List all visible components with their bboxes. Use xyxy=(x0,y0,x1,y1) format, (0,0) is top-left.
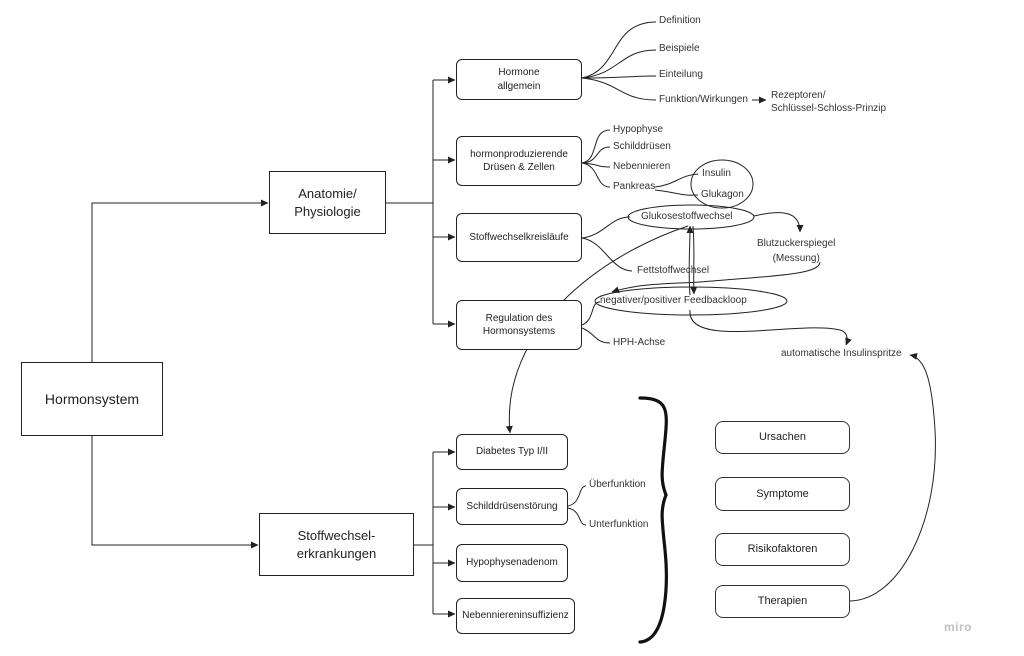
leaf-pankreas[interactable]: Pankreas xyxy=(613,181,656,192)
ellipse-insulin-glukagon xyxy=(690,159,754,209)
aspect-therapien[interactable]: Therapien xyxy=(715,585,850,618)
leaf-hph-achse[interactable]: HPH-Achse xyxy=(613,337,666,348)
node-diabetes[interactable]: Diabetes Typ I/II xyxy=(456,434,568,470)
regulation-label: Regulation des Hormonsystems xyxy=(482,312,556,338)
aspect-risikofaktoren-label: Risikofaktoren xyxy=(747,543,818,556)
leaf-insulinspritze[interactable]: automatische Insulinspritze xyxy=(781,348,902,359)
leaf-ueberfunktion[interactable]: Überfunktion xyxy=(589,479,646,490)
leaf-fettstoffwechsel[interactable]: Fettstoffwechsel xyxy=(637,265,710,276)
node-nebenniereninsuffizienz[interactable]: Nebenniereninsuffizienz xyxy=(456,598,575,634)
leaf-hypophyse[interactable]: Hypophyse xyxy=(613,124,664,135)
arrow-feedback-glukose xyxy=(686,225,694,296)
curve-hormone-leaves xyxy=(581,21,657,79)
aspect-ursachen-label: Ursachen xyxy=(758,431,807,444)
nebenniere-label: Nebenniereninsuffizienz xyxy=(462,610,569,622)
miro-logo: miro xyxy=(943,620,972,634)
hormone-label: Hormone allgemein xyxy=(497,67,541,92)
curve-blutzucker-feedback xyxy=(611,261,821,294)
branch-anatomie-label: Anatomie/ Physiologie xyxy=(294,185,361,219)
curve-regulation-leaves xyxy=(581,301,601,326)
leaf-unterfunktion[interactable]: Unterfunktion xyxy=(589,519,649,530)
node-kreislaeufe[interactable]: Stoffwechselkreisläufe xyxy=(456,213,582,262)
leaf-einteilung[interactable]: Einteilung xyxy=(659,69,703,80)
kreislaeufe-label: Stoffwechselkreisläufe xyxy=(469,231,569,243)
leaf-schilddruesen[interactable]: Schilddrüsen xyxy=(613,141,671,152)
curve-therapien-insulinspritze xyxy=(849,352,936,602)
curve-druesen-leaves xyxy=(581,129,611,164)
arrow-glukose-feedback xyxy=(690,225,698,295)
root-label: Hormonsystem xyxy=(44,390,140,407)
aspect-therapien-label: Therapien xyxy=(757,595,808,608)
leaf-funktion[interactable]: Funktion/Wirkungen xyxy=(659,94,748,105)
leaf-beispiele[interactable]: Beispiele xyxy=(659,43,700,54)
ellipse-glukose xyxy=(627,204,755,230)
aspect-symptome[interactable]: Symptome xyxy=(715,477,850,511)
branch-stoffwechsel[interactable]: Stoffwechsel- erkrankungen xyxy=(259,513,414,576)
leaf-insulin[interactable]: Insulin xyxy=(702,168,731,179)
node-hypophysenadenom[interactable]: Hypophysenadenom xyxy=(456,544,568,582)
connector-root-stoffwechsel xyxy=(91,436,259,549)
ellipse-feedback xyxy=(594,286,788,316)
schilddruese-label: Schilddrüsenstörung xyxy=(466,500,558,512)
connector-anatomie-children xyxy=(386,80,434,204)
leaf-blutzuckerspiegel[interactable]: Blutzuckerspiegel (Messung) xyxy=(757,238,836,264)
node-regulation[interactable]: Regulation des Hormonsystems xyxy=(456,300,582,350)
leaf-feedbackloop[interactable]: negativer/positiver Feedbackloop xyxy=(600,295,747,306)
aspect-ursachen[interactable]: Ursachen xyxy=(715,421,850,454)
aspect-risikofaktoren[interactable]: Risikofaktoren xyxy=(715,533,850,566)
connector-stoffwechsel-children xyxy=(414,452,434,546)
curve-schilddruese-leaves xyxy=(567,485,587,507)
node-druesen[interactable]: hormonproduzierende Drüsen & Zellen xyxy=(456,136,582,186)
connector-root-anatomie xyxy=(91,199,269,362)
curve-feedback-insulinspritze xyxy=(689,309,852,346)
curve-glukose-blutzucker xyxy=(753,212,804,233)
diabetes-label: Diabetes Typ I/II xyxy=(475,446,549,458)
branch-anatomie[interactable]: Anatomie/ Physiologie xyxy=(269,171,386,234)
node-schilddruesenstoerung[interactable]: Schilddrüsenstörung xyxy=(456,488,568,525)
node-hormone-allgemein[interactable]: Hormone allgemein xyxy=(456,59,582,100)
aspect-symptome-label: Symptome xyxy=(756,487,809,500)
leaf-nebennieren[interactable]: Nebennieren xyxy=(613,161,671,172)
branch-stoffwechsel-label: Stoffwechsel- erkrankungen xyxy=(296,527,377,561)
leaf-rezeptoren[interactable]: Rezeptoren/ Schlüssel-Schloss-Prinzip xyxy=(771,90,887,114)
root-node-hormonsystem[interactable]: Hormonsystem xyxy=(21,362,163,436)
leaf-glukagon[interactable]: Glukagon xyxy=(701,189,744,200)
curve-kreislaeufe-leaves xyxy=(581,216,631,239)
leaf-glukosestoffwechsel[interactable]: Glukosestoffwechsel xyxy=(641,211,733,222)
druesen-label: hormonproduzierende Drüsen & Zellen xyxy=(470,148,568,174)
leaf-definition[interactable]: Definition xyxy=(659,15,701,26)
curly-brace xyxy=(638,396,668,644)
hypophysenadenom-label: Hypophysenadenom xyxy=(466,557,558,569)
